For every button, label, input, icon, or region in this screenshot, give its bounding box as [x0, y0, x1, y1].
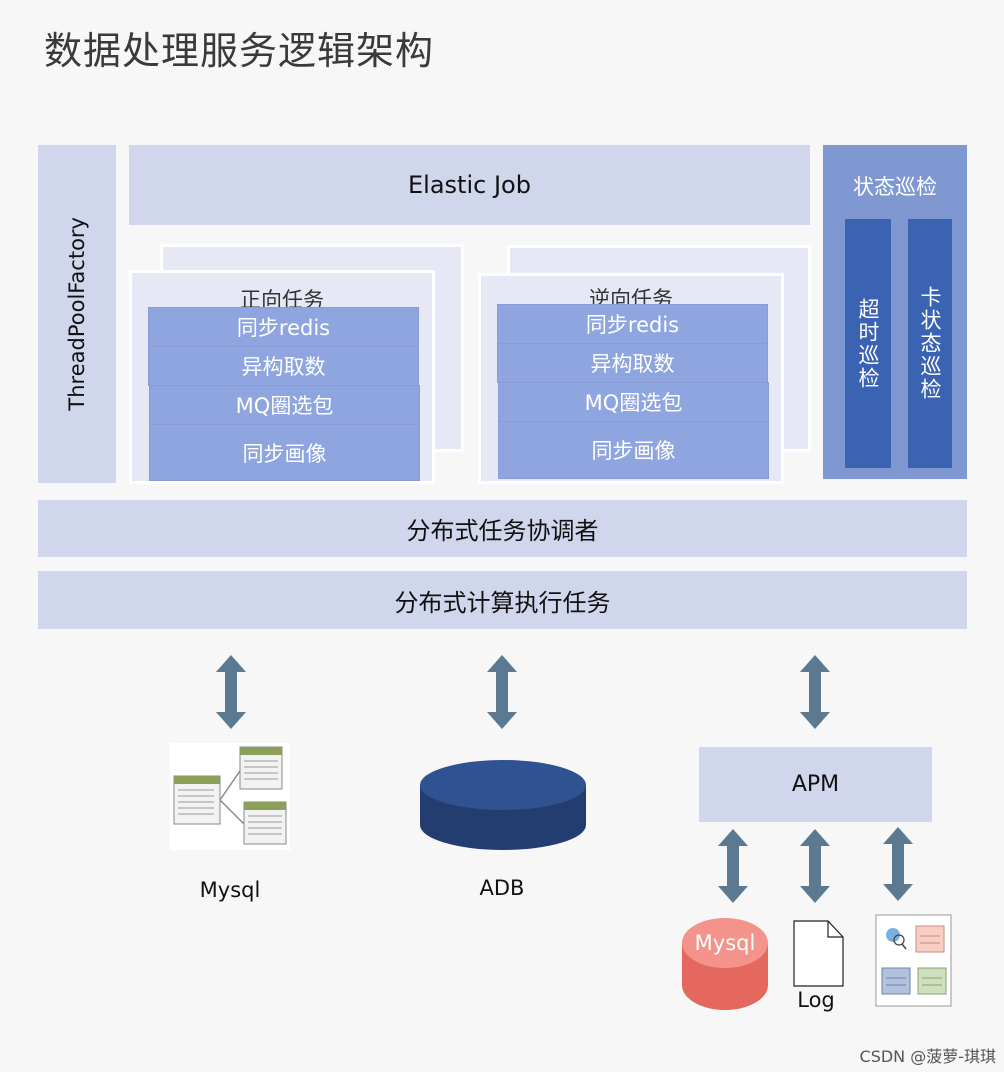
apm-mysql-double-arrow [718, 829, 748, 903]
log-label: Log [797, 988, 835, 1012]
mysql-tables-icon [170, 743, 290, 850]
apm-double-arrow [800, 655, 830, 729]
apm-mysql-label: Mysql [694, 931, 756, 955]
distributed-compute-label: 分布式计算执行任务 [394, 588, 611, 617]
reverse-task-heterogeneous-fetch: 异构取数 [497, 343, 768, 383]
apm-dashboard-double-arrow [883, 827, 913, 901]
adb-label: ADB [479, 876, 525, 900]
adb-double-arrow [487, 655, 517, 729]
adb-database-icon [420, 760, 586, 850]
apm-box: APM [699, 747, 932, 822]
log-document-icon [793, 920, 844, 987]
forward-task-heterogeneous-fetch: 异构取数 [148, 346, 419, 386]
timeout-inspection-label: 超时巡检 [856, 297, 880, 390]
thread-pool-panel: ThreadPoolFactory [38, 145, 116, 483]
page-title: 数据处理服务逻辑架构 [44, 29, 435, 73]
stuck-status-inspection: 卡状态巡检 [908, 219, 952, 468]
apm-label: APM [791, 772, 840, 797]
status-inspection-title: 状态巡检 [853, 175, 937, 199]
distributed-coordinator-bar: 分布式任务协调者 [38, 500, 967, 557]
distributed-coordinator-label: 分布式任务协调者 [406, 517, 599, 545]
elastic-job-panel: Elastic Job [129, 145, 810, 225]
forward-task-mq-circle-package: MQ圈选包 [149, 385, 420, 425]
csdn-watermark: CSDN @菠萝-琪琪 [859, 1047, 996, 1066]
reverse-task-mq-circle-package: MQ圈选包 [498, 382, 769, 422]
apm-log-double-arrow [800, 829, 830, 903]
timeout-inspection: 超时巡检 [845, 219, 891, 468]
forward-task-sync-redis: 同步redis [148, 307, 419, 347]
monitoring-dashboard-icon [875, 914, 952, 1007]
elastic-job-label: Elastic Job [408, 171, 531, 199]
forward-task-sync-profile: 同步画像 [149, 424, 420, 481]
reverse-task-sync-redis: 同步redis [497, 304, 768, 344]
distributed-compute-bar: 分布式计算执行任务 [38, 571, 967, 629]
mysql-label: Mysql [199, 878, 261, 902]
mysql-double-arrow [216, 655, 246, 729]
stuck-status-inspection-label: 卡状态巡检 [918, 286, 942, 401]
reverse-task-sync-profile: 同步画像 [498, 421, 769, 479]
apm-mysql-database-icon [682, 918, 768, 1010]
